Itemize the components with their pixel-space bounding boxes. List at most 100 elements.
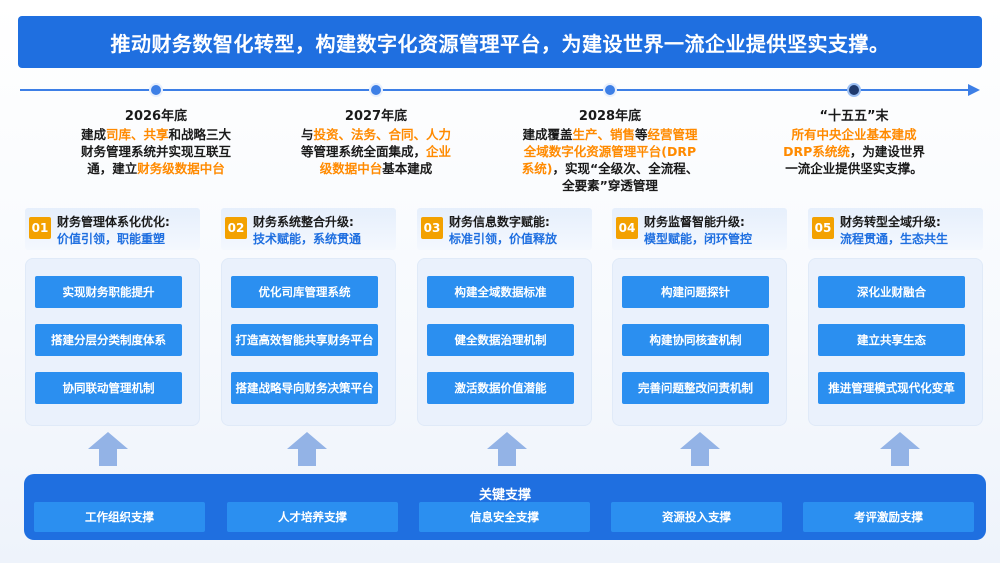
milestone-line: 一流企业提供坚实支撑。 (754, 160, 954, 177)
task-box: 建立共享生态 (818, 324, 965, 356)
milestone-segment: 和战略三大 (168, 127, 232, 142)
milestone-highlight: 财务级数据中台 (137, 161, 225, 176)
milestone-line: 建成覆盖生产、销售等经营管理 (510, 126, 710, 143)
task-box: 推进管理模式现代化变革 (818, 372, 965, 404)
task-panel: 构建问题探针 构建协同核查机制 完善问题整改问责机制 (612, 258, 787, 426)
stage-header: 02 财务系统整合升级: 技术赋能，系统贯通 (221, 208, 396, 250)
milestone-highlight: 司库、共享 (105, 127, 169, 142)
stage-number-badge: 05 (812, 217, 834, 239)
task-box: 激活数据价值潜能 (427, 372, 574, 404)
milestone-highlight: 级数据中台 (319, 161, 383, 176)
timeline-dot (369, 83, 383, 97)
milestone-segment: 全要素”穿透管理 (562, 178, 658, 193)
up-arrow-icon (88, 432, 128, 466)
milestone-highlight: 经营管理 (647, 127, 698, 142)
milestone-line: 全要素”穿透管理 (510, 177, 710, 194)
task-box: 协同联动管理机制 (35, 372, 182, 404)
stage-subtitle: 标准引领，价值释放 (449, 232, 558, 246)
milestone-segment: 通，建立 (87, 161, 138, 176)
milestone-line: 全域数字化资源管理平台(DRP (510, 143, 710, 160)
milestone-line: 级数据中台基本建成 (276, 160, 476, 177)
task-box: 搭建战略导向财务决策平台 (231, 372, 378, 404)
stage-subtitle: 模型赋能，闭环管控 (644, 232, 753, 246)
stage-number-badge: 03 (421, 217, 443, 239)
milestone-line: 系统)，实现“全级次、全流程、 (510, 160, 710, 177)
milestone-line: 与投资、法务、合同、人力 (276, 126, 476, 143)
support-item: 信息安全支撑 (419, 502, 590, 532)
milestone-year: 2026年底 (124, 109, 188, 124)
stage-header: 04 财务监督智能升级: 模型赋能，闭环管控 (612, 208, 787, 250)
stage-number-badge: 02 (225, 217, 247, 239)
milestone-segment: 一流企业提供坚实支撑。 (785, 161, 923, 176)
task-box: 实现财务职能提升 (35, 276, 182, 308)
up-arrow-icon (680, 432, 720, 466)
milestone-segment: ，实现“全级次、全流程、 (552, 161, 699, 176)
milestone-text: 与投资、法务、合同、人力等管理系统全面集成，企业级数据中台基本建成 (276, 126, 476, 177)
milestone-segment: ，为建设世界 (849, 144, 925, 159)
stage-title: 财务系统整合升级: (253, 215, 354, 229)
stage-header: 01 财务管理体系化优化: 价值引领，职能重塑 (25, 208, 200, 250)
timeline-dot-current (847, 83, 861, 97)
task-panel: 优化司库管理系统 打造高效智能共享财务平台 搭建战略导向财务决策平台 (221, 258, 396, 426)
milestone-highlight: DRP系统统 (783, 144, 850, 159)
milestone: 2027年底 与投资、法务、合同、人力等管理系统全面集成，企业级数据中台基本建成 (276, 108, 476, 177)
milestone-segment: 基本建成 (382, 161, 433, 176)
milestone-segment: 建成 (80, 127, 106, 142)
milestone-line: DRP系统统，为建设世界 (754, 143, 954, 160)
up-arrow-icon (287, 432, 327, 466)
milestone-year: 2027年底 (344, 109, 408, 124)
task-box: 搭建分层分类制度体系 (35, 324, 182, 356)
milestone-segment: 财务管理系统并实现互联互 (80, 144, 231, 159)
milestone: 2026年底 建成司库、共享和战略三大财务管理系统并实现互联互通，建立财务级数据… (56, 108, 256, 177)
task-box: 打造高效智能共享财务平台 (231, 324, 378, 356)
support-item: 资源投入支撑 (611, 502, 782, 532)
stage-subtitle: 流程贯通，生态共生 (840, 232, 949, 246)
milestone-line: 建成司库、共享和战略三大 (56, 126, 256, 143)
stage-subtitle: 技术赋能，系统贯通 (253, 232, 362, 246)
milestone-highlight: 生产、销售 (572, 127, 635, 142)
milestone-line: 等管理系统全面集成，企业 (276, 143, 476, 160)
stage-title: 财务管理体系化优化: (57, 215, 170, 229)
task-box: 构建问题探针 (622, 276, 769, 308)
milestone-highlight: 投资、法务、合同、人力 (313, 127, 452, 142)
stage-subtitle: 价值引领，职能重塑 (57, 232, 166, 246)
milestone-year: “十五五”末 (819, 109, 889, 124)
milestone-highlight: 企业 (426, 144, 452, 159)
stage-title: 财务信息数字赋能: (449, 215, 550, 229)
task-box: 完善问题整改问责机制 (622, 372, 769, 404)
task-box: 健全数据治理机制 (427, 324, 574, 356)
milestone-highlight: 全域数字化资源管理平台(DRP (523, 144, 697, 159)
up-arrow-icon (880, 432, 920, 466)
timeline-dot (149, 83, 163, 97)
milestone-line: 通，建立财务级数据中台 (56, 160, 256, 177)
milestone-line: 所有中央企业基本建成 (754, 126, 954, 143)
stage-number-badge: 01 (29, 217, 51, 239)
milestone-line: 财务管理系统并实现互联互 (56, 143, 256, 160)
task-panel: 深化业财融合 建立共享生态 推进管理模式现代化变革 (808, 258, 983, 426)
milestone-segment: 建成覆盖 (522, 127, 573, 142)
task-box: 构建协同核查机制 (622, 324, 769, 356)
milestone-segment: 等管理系统全面集成， (300, 144, 426, 159)
milestone-segment: 等 (635, 127, 648, 142)
timeline-dot (603, 83, 617, 97)
timeline-line (20, 89, 972, 91)
stage-title: 财务转型全域升级: (840, 215, 941, 229)
task-box: 构建全域数据标准 (427, 276, 574, 308)
stage-header: 05 财务转型全域升级: 流程贯通，生态共生 (808, 208, 983, 250)
key-support-title: 关键支撑 (478, 488, 531, 503)
milestone-year: 2028年底 (578, 109, 642, 124)
milestone-text: 建成司库、共享和战略三大财务管理系统并实现互联互通，建立财务级数据中台 (56, 126, 256, 177)
key-support-bar: 关键支撑 工作组织支撑 人才培养支撑 信息安全支撑 资源投入支撑 考评激励支撑 (24, 474, 986, 540)
task-box: 深化业财融合 (818, 276, 965, 308)
stage-title: 财务监督智能升级: (644, 215, 745, 229)
support-item: 人才培养支撑 (227, 502, 398, 532)
milestone-segment: 与 (300, 127, 314, 142)
page-title: 推动财务数智化转型，构建数字化资源管理平台，为建设世界一流企业提供坚实支撑。 (110, 31, 890, 56)
support-item: 工作组织支撑 (34, 502, 205, 532)
milestone-highlight: 系统) (521, 161, 553, 176)
stage-number-badge: 04 (616, 217, 638, 239)
